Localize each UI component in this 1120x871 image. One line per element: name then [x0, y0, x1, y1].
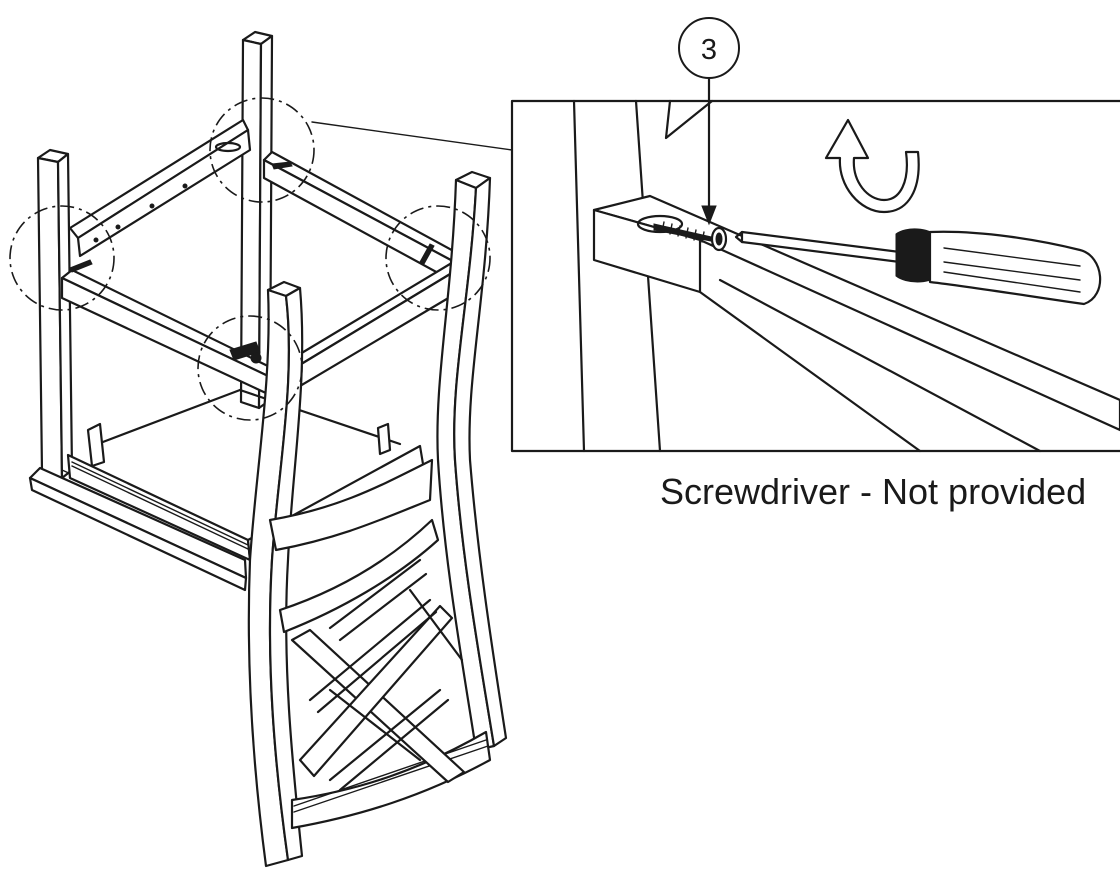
screwdriver-icon [734, 228, 1102, 306]
detail-circles [9, 97, 491, 421]
chair-illustration [9, 30, 513, 868]
part-number-label: 3 [701, 34, 717, 66]
leader-line [311, 121, 513, 151]
screw-icon [653, 221, 728, 252]
leg-front-left [247, 280, 304, 868]
rotation-arrow-icon [824, 118, 920, 214]
stretcher-frame [60, 118, 474, 468]
backrest [268, 458, 492, 830]
screwdriver-caption: Screwdriver - Not provided [660, 471, 1087, 512]
seat-frame [28, 388, 426, 592]
leg-back-left [36, 148, 74, 480]
part-callout: 3 [678, 17, 740, 226]
detail-inset: 3 [510, 17, 1120, 453]
